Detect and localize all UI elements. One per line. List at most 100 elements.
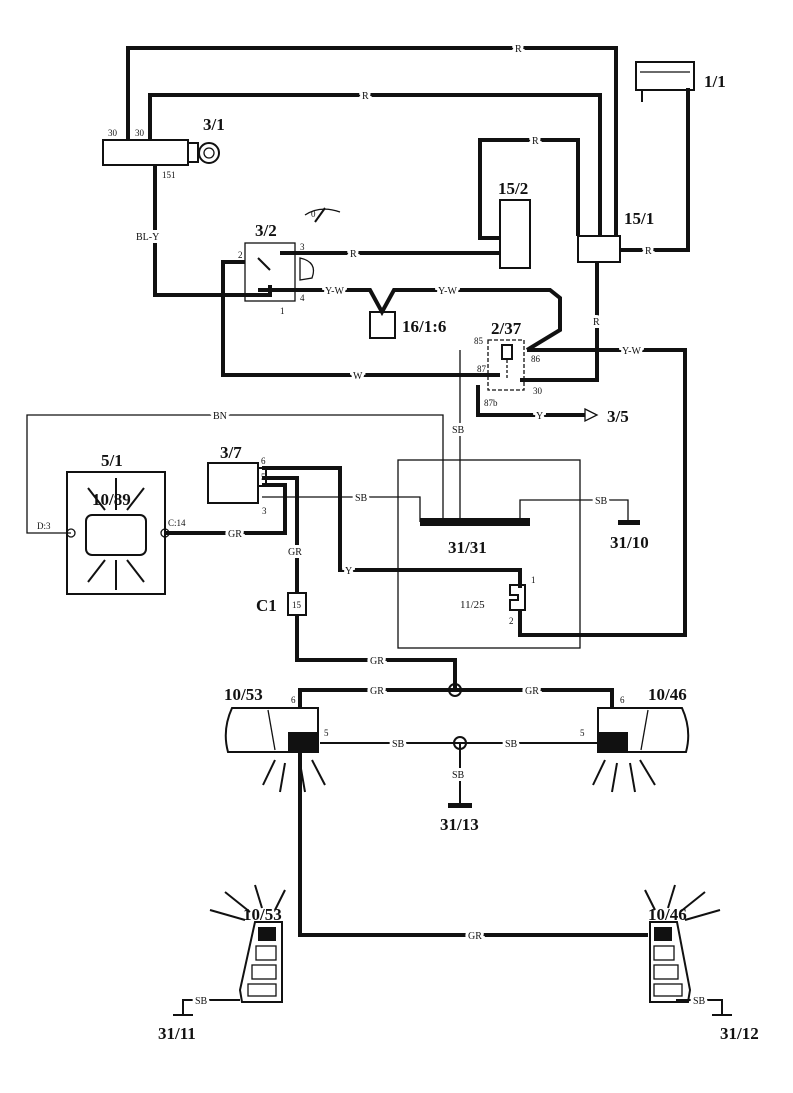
- wire-sb-3-7: [262, 496, 421, 522]
- pin: 6: [261, 456, 266, 466]
- label-sb: SB: [595, 496, 608, 507]
- ground-bar-31-31: [420, 518, 530, 526]
- wires: [26, 46, 723, 1015]
- pin: 30: [533, 386, 543, 396]
- label-1-1: 1/1: [704, 72, 726, 91]
- label-sb: SB: [452, 425, 465, 436]
- label-r: R: [515, 44, 522, 55]
- wire-r-15-1-relay: [520, 262, 599, 382]
- wire-sb-31-12: [676, 999, 723, 1015]
- rear-light-10-53: [224, 707, 326, 793]
- label-bl-y: BL-Y: [136, 232, 159, 243]
- pin: 85: [474, 336, 484, 346]
- label-31-10: 31/10: [610, 533, 649, 552]
- label-10-53-fog: 10/53: [243, 905, 282, 924]
- wire-y-w-16: [258, 288, 562, 352]
- rear-fog-light-10-53: [209, 884, 286, 1003]
- connector-c1: [287, 592, 307, 616]
- wire-labels: R R R R R R BL-Y Y-W Y-W Y-W W Y BN SB S…: [133, 41, 709, 1010]
- label-5-1: 5/1: [101, 451, 123, 470]
- ground-bar-31-13: [448, 803, 472, 808]
- label-10-89: 10/89: [92, 490, 131, 509]
- label-y-w: Y-W: [622, 346, 641, 357]
- battery-1-1: [635, 61, 695, 102]
- label-y: Y: [345, 566, 352, 577]
- wire-y-w-relay: [518, 348, 687, 637]
- component-11-25: [509, 584, 526, 611]
- light-switch-3-2: [244, 207, 341, 302]
- wire-sb-31-11: [182, 999, 240, 1015]
- pin: 30: [108, 128, 118, 138]
- rear-fog-light-10-46: [644, 884, 721, 1003]
- arrow-icon: [584, 407, 599, 423]
- wire-gr-c1: [262, 476, 299, 593]
- label-10-46: 10/46: [648, 685, 687, 704]
- label-2-37: 2/37: [491, 319, 522, 338]
- gauge-needle: [314, 207, 326, 223]
- label-31-11: 31/11: [158, 1024, 196, 1043]
- wire-bn: [26, 414, 444, 534]
- fog-switch-3-7: [207, 462, 267, 504]
- pin: 87: [477, 364, 487, 374]
- pin: 5: [580, 728, 585, 738]
- pin: C:14: [168, 518, 186, 528]
- label-y: Y: [536, 411, 543, 422]
- pin: 3: [300, 242, 305, 252]
- fuse-15-1: [577, 235, 621, 263]
- label-11-25: 11/25: [460, 599, 485, 611]
- label-31-13: 31/13: [440, 815, 479, 834]
- pin-labels: 30 30 151 0 3 2 4 1 85 86 87 30 87b D:3 …: [37, 128, 625, 738]
- label-3-2: 3/2: [255, 221, 277, 240]
- label-sb: SB: [693, 996, 706, 1007]
- ignition-switch-3-1: [102, 139, 220, 166]
- label-r: R: [350, 249, 357, 260]
- wire-r-second: [148, 93, 602, 236]
- label-10-53: 10/53: [224, 685, 263, 704]
- pin: 4: [300, 293, 305, 303]
- wire-bl-y: [153, 165, 272, 297]
- label-gr: GR: [370, 656, 384, 667]
- label-gr: GR: [525, 686, 539, 697]
- label-3-5: 3/5: [607, 407, 629, 426]
- label-gr: GR: [228, 529, 242, 540]
- pin: 0: [311, 209, 316, 219]
- pin: 1: [280, 306, 285, 316]
- wire-sb-31-10: [519, 499, 629, 522]
- connector-16-1-6: [369, 311, 396, 339]
- label-sb: SB: [195, 996, 208, 1007]
- label-gr: GR: [468, 931, 482, 942]
- rear-light-10-46: [592, 707, 690, 793]
- pin: 6: [291, 695, 296, 705]
- splice-sb: [453, 736, 467, 750]
- pin: 151: [162, 170, 176, 180]
- label-r: R: [532, 136, 539, 147]
- wire-r-battery: [620, 88, 690, 252]
- label-sb: SB: [452, 770, 465, 781]
- pin: 2: [238, 250, 243, 260]
- fuse-15-2: [499, 199, 531, 269]
- pin: 1: [531, 575, 536, 585]
- ground-bar-31-10: [618, 520, 640, 525]
- wire-gr-lower: [298, 752, 648, 937]
- label-3-1: 3/1: [203, 115, 225, 134]
- label-gr: GR: [288, 547, 302, 558]
- pin: 30: [135, 128, 145, 138]
- label-r: R: [362, 91, 369, 102]
- wire-w: [221, 260, 500, 377]
- pin: 3: [262, 506, 267, 516]
- label-bn: BN: [213, 411, 227, 422]
- pin: 5: [324, 728, 329, 738]
- label-10-46-fog: 10/46: [648, 905, 687, 924]
- box-31-31: [397, 459, 581, 649]
- label-c1: C1: [256, 596, 277, 615]
- wire-y-87b: [476, 385, 585, 417]
- wire-y-3-7: [262, 466, 522, 588]
- label-3-7: 3/7: [220, 443, 242, 462]
- wire-gr-rear: [298, 688, 614, 708]
- label-31-12: 31/12: [720, 1024, 759, 1043]
- label-31-31: 31/31: [448, 538, 487, 557]
- component-labels: 1/1 3/1 3/2 15/2 15/1 16/1:6 2/37 3/5 5/…: [92, 72, 759, 1043]
- pin: 6: [620, 695, 625, 705]
- wire-r-top: [126, 46, 618, 236]
